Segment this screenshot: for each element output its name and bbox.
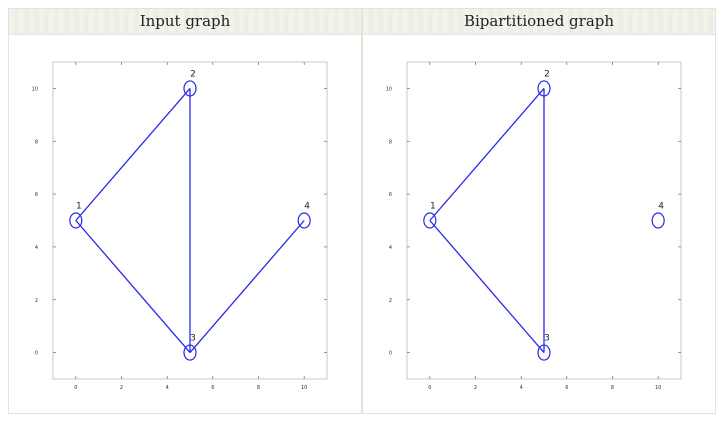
graph-node-label: 1: [76, 202, 82, 212]
x-tick-label: 10: [301, 385, 307, 391]
panel-title: Bipartitioned graph: [363, 9, 715, 35]
graph-node-label: 2: [544, 69, 550, 79]
x-tick-label: 4: [520, 385, 523, 391]
y-tick-label: 6: [389, 192, 392, 198]
x-tick-label: 6: [211, 385, 214, 391]
y-tick-label: 10: [32, 86, 38, 92]
x-tick-label: 4: [166, 385, 169, 391]
graph-node-1: [69, 212, 83, 229]
x-tick-label: 0: [74, 385, 77, 391]
graph-node-label: 4: [304, 202, 310, 212]
y-tick-label: 6: [35, 192, 38, 198]
graph-node-2: [183, 80, 197, 97]
graph-node-1: [423, 212, 437, 229]
graph-node-3: [183, 344, 197, 361]
plot-frame: [52, 61, 328, 380]
graph-node-4: [651, 212, 665, 229]
y-tick-label: 4: [389, 245, 392, 251]
x-tick-label: 8: [611, 385, 614, 391]
graph-edge-1-2: [75, 87, 191, 221]
y-tick-label: 0: [35, 351, 38, 357]
panel-title: Input graph: [9, 9, 361, 35]
y-tick-label: 4: [35, 245, 38, 251]
graph-edge-1-3: [75, 220, 191, 354]
graph-node-label: 3: [190, 334, 196, 344]
graph-edge-1-3: [429, 220, 545, 354]
plot-frame: [406, 61, 682, 380]
x-tick-label: 6: [565, 385, 568, 391]
graph-node-4: [297, 212, 311, 229]
x-tick-label: 8: [257, 385, 260, 391]
y-tick-label: 8: [35, 139, 38, 145]
y-tick-label: 10: [386, 86, 392, 92]
graph-node-label: 4: [658, 202, 664, 212]
x-tick-label: 2: [474, 385, 477, 391]
graph-node-label: 3: [544, 334, 550, 344]
graph-node-3: [537, 344, 551, 361]
graph-node-label: 1: [430, 202, 436, 212]
graph-node-2: [537, 80, 551, 97]
y-tick-label: 2: [35, 298, 38, 304]
y-tick-label: 8: [389, 139, 392, 145]
x-tick-label: 2: [120, 385, 123, 391]
graph-node-label: 2: [190, 69, 196, 79]
x-tick-label: 10: [655, 385, 661, 391]
y-tick-label: 0: [389, 351, 392, 357]
graph-edge-3-4: [189, 220, 305, 354]
x-tick-label: 0: [428, 385, 431, 391]
graph-edge-1-2: [429, 87, 545, 221]
y-tick-label: 2: [389, 298, 392, 304]
